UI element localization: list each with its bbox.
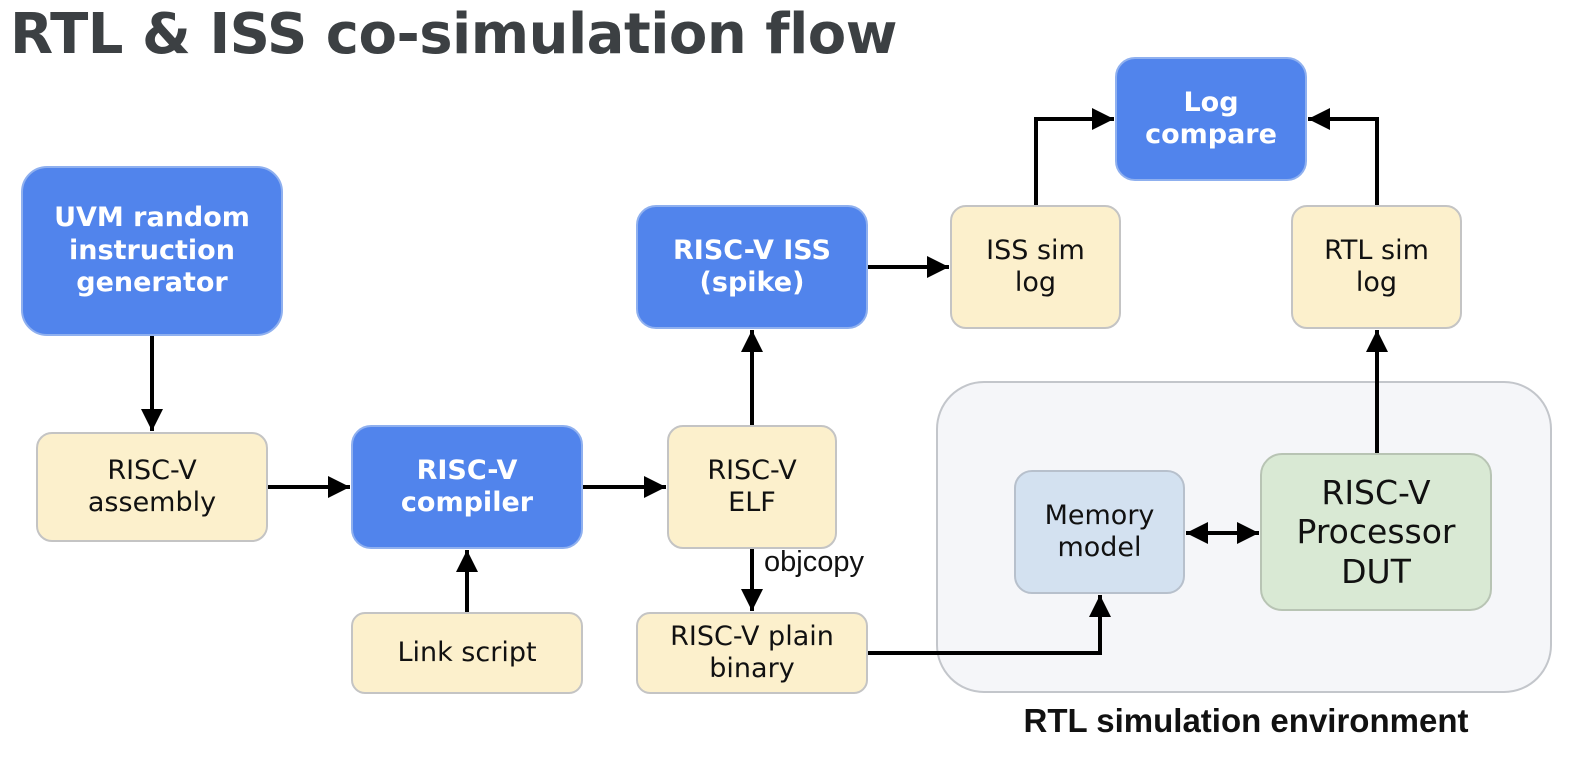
riscv-plain-binary-node: RISC-V plain binary [636,612,868,694]
riscv-processor-dut-label: RISC-V Processor DUT [1296,472,1456,591]
riscv-assembly-node: RISC-V assembly [36,432,268,542]
rtl-sim-log-label: RTL sim log [1324,234,1429,298]
rtl-simulation-environment-label: RTL simulation environment [1023,702,1469,739]
riscv-compiler-label: RISC-V compiler [400,454,534,518]
link-script-node: Link script [351,612,583,694]
page-title: RTL & ISS co-simulation flow [10,2,898,67]
iss-sim-log-node: ISS sim log [950,205,1121,329]
riscv-compiler-node: RISC-V compiler [351,425,583,549]
riscv-elf-label: RISC-V ELF [707,454,797,518]
rtl-sim-log-node: RTL sim log [1291,205,1462,329]
riscv-plain-binary-label: RISC-V plain binary [670,620,834,684]
log-compare-label: Log compare [1145,86,1277,150]
uvm-generator-label: UVM random instruction generator [54,202,250,299]
riscv-iss-label: RISC-V ISS (spike) [673,234,831,298]
objcopy-edge-label: objcopy [764,546,864,578]
iss-sim-log-label: ISS sim log [986,234,1085,298]
riscv-elf-node: RISC-V ELF [667,425,837,549]
link-script-label: Link script [397,636,537,668]
log-compare-node: Log compare [1115,57,1307,181]
uvm-generator-node: UVM random instruction generator [21,166,283,336]
riscv-assembly-label: RISC-V assembly [87,454,217,518]
riscv-processor-dut-node: RISC-V Processor DUT [1260,453,1492,611]
arrow-plain-binary-to-memory [868,595,1111,655]
riscv-iss-node: RISC-V ISS (spike) [636,205,868,329]
memory-model-node: Memory model [1014,470,1185,594]
arrow-iss-log-to-log-compare [1034,108,1114,205]
arrow-rtl-log-to-log-compare [1308,108,1379,205]
memory-model-label: Memory model [1044,499,1155,563]
